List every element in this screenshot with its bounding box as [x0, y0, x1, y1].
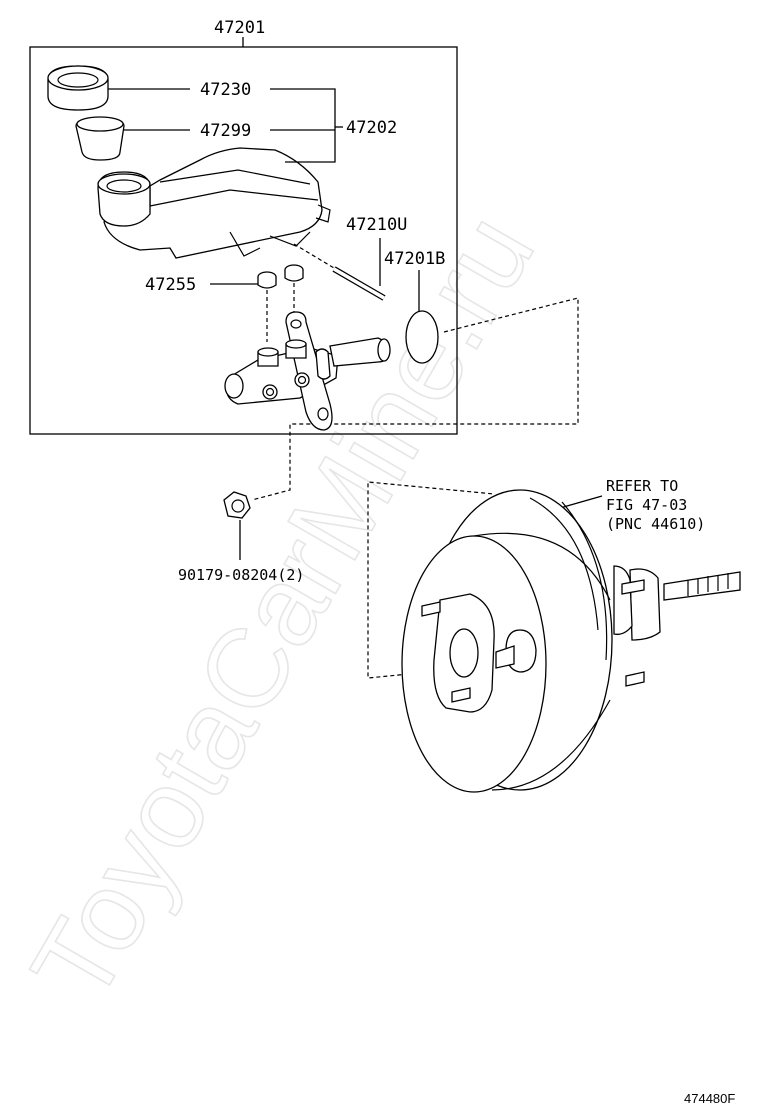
label-47230: 47230: [200, 80, 251, 100]
reservoir-cap[interactable]: [47, 65, 109, 111]
figure-code: 474480F: [684, 1091, 735, 1106]
reservoir-tank[interactable]: [97, 147, 331, 259]
o-ring[interactable]: [405, 310, 439, 364]
reference-line3: (PNC 44610): [606, 515, 705, 533]
master-cylinder-body[interactable]: [224, 311, 391, 431]
reference-line1: REFER TO: [606, 477, 678, 495]
label-47299: 47299: [200, 121, 251, 141]
label-47201b: 47201B: [384, 249, 445, 269]
grommet-left[interactable]: [257, 271, 277, 289]
nut[interactable]: [223, 491, 251, 519]
label-47202: 47202: [346, 118, 397, 138]
label-47255: 47255: [145, 275, 196, 295]
label-nut: 90179-08204(2): [178, 566, 304, 584]
label-47210u: 47210U: [346, 215, 407, 235]
reservoir-strainer[interactable]: [75, 116, 125, 161]
reference-line2: FIG 47-03: [606, 496, 687, 514]
reservoir-pin[interactable]: [332, 266, 386, 301]
brake-booster[interactable]: [401, 489, 741, 793]
label-47201: 47201: [214, 18, 265, 38]
grommet-right[interactable]: [284, 264, 304, 282]
